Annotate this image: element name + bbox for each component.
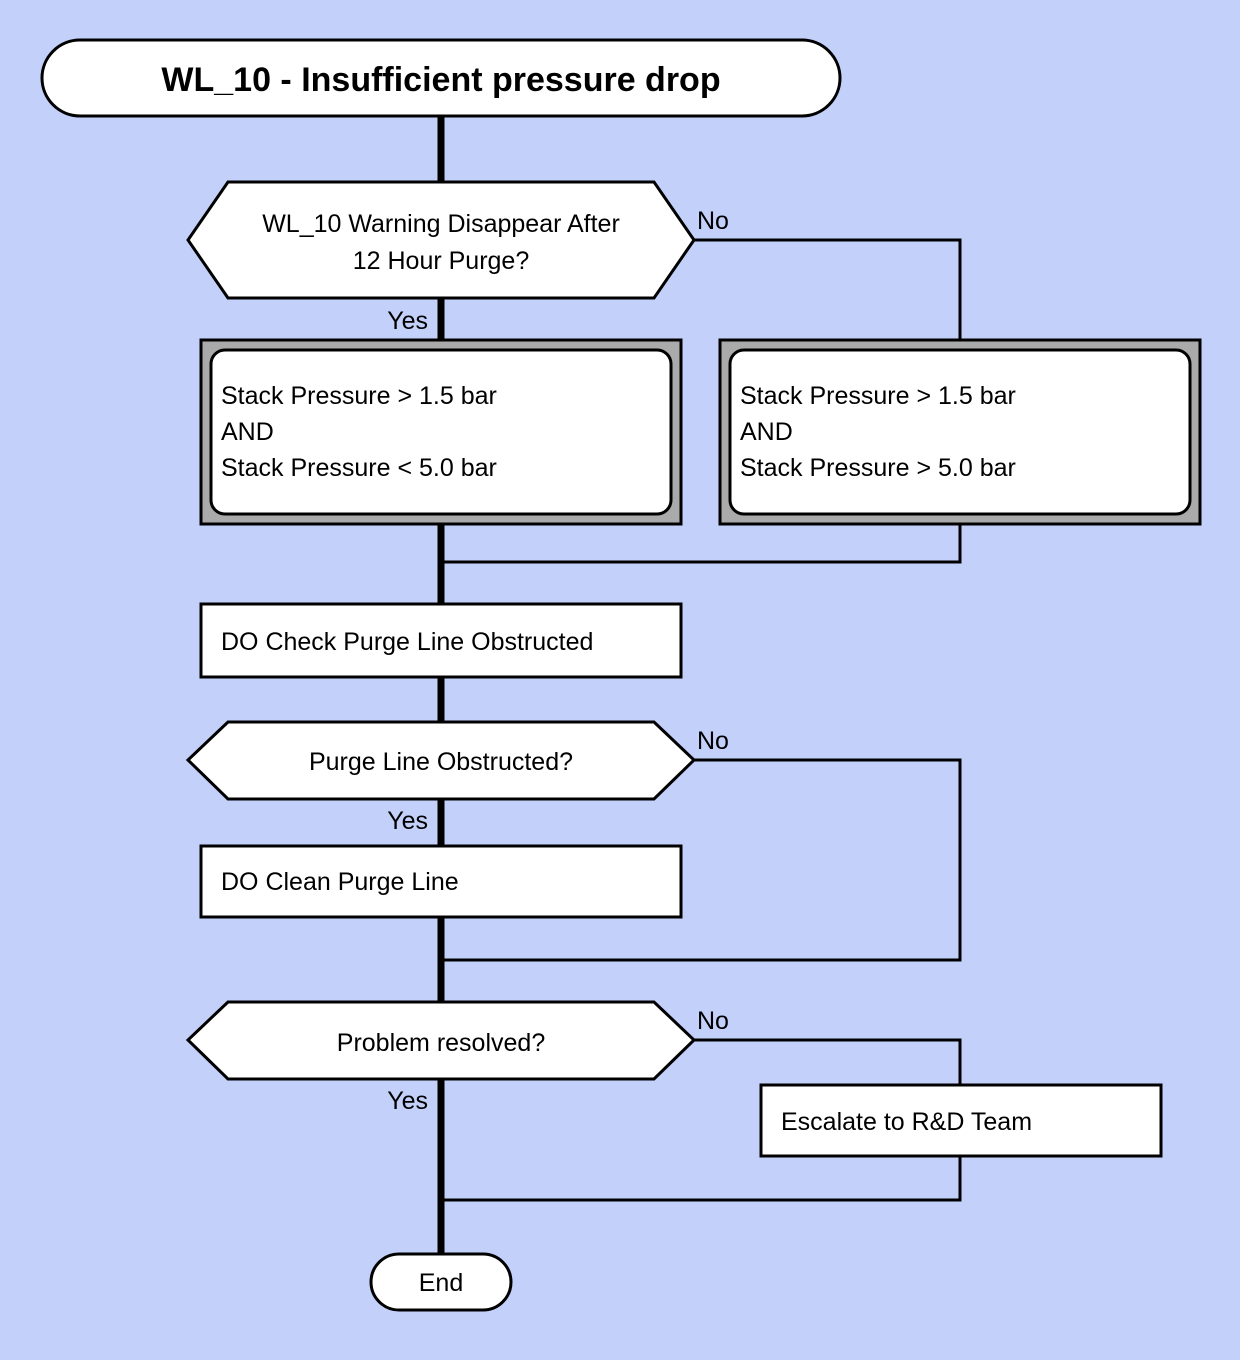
edge-label-warning-yes: Yes [387,307,428,335]
node-cond-right-line1: Stack Pressure > 1.5 bar [740,382,1016,410]
node-decision-warning[interactable]: WL_10 Warning Disappear After 12 Hour Pu… [186,180,696,300]
node-end-label: End [419,1269,463,1297]
node-cond-left-line3: Stack Pressure < 5.0 bar [221,454,497,482]
node-do-clean[interactable]: DO Clean Purge Line [199,844,683,919]
node-decision-warning-line2: 12 Hour Purge? [353,247,530,275]
node-do-check[interactable]: DO Check Purge Line Obstructed [199,602,683,679]
edge-cond-right-merge [444,524,962,564]
node-decision-obstructed-label: Purge Line Obstructed? [309,748,573,776]
node-escalate[interactable]: Escalate to R&D Team [759,1083,1163,1158]
edge-label-warning-no: No [697,207,729,235]
edge-obstructed-no-merge [444,758,962,962]
node-cond-right-line2: AND [740,418,793,446]
node-decision-obstructed[interactable]: Purge Line Obstructed? [185,720,697,801]
node-cond-left-line1: Stack Pressure > 1.5 bar [221,382,497,410]
node-do-check-label: DO Check Purge Line Obstructed [221,628,593,656]
node-cond-left-line2: AND [221,418,274,446]
edge-label-obstructed-yes: Yes [387,807,428,835]
node-escalate-label: Escalate to R&D Team [781,1108,1032,1136]
node-start-label: WL_10 - Insufficient pressure drop [161,61,720,99]
edge-label-obstructed-no: No [697,727,729,755]
node-decision-resolved[interactable]: Problem resolved? [185,1000,697,1081]
node-decision-warning-line1: WL_10 Warning Disappear After [262,210,620,238]
node-start[interactable]: WL_10 - Insufficient pressure drop [40,38,842,118]
node-cond-right[interactable]: Stack Pressure > 1.5 bar AND Stack Press… [718,338,1202,526]
node-end[interactable]: End [369,1252,513,1312]
node-cond-left[interactable]: Stack Pressure > 1.5 bar AND Stack Press… [199,338,683,526]
node-do-clean-label: DO Clean Purge Line [221,868,459,896]
node-cond-right-line3: Stack Pressure > 5.0 bar [740,454,1016,482]
edge-label-resolved-no: No [697,1007,729,1035]
edge-warning-no-to-cond-right [674,238,962,340]
edge-label-resolved-yes: Yes [387,1087,428,1115]
node-decision-resolved-label: Problem resolved? [337,1029,545,1057]
